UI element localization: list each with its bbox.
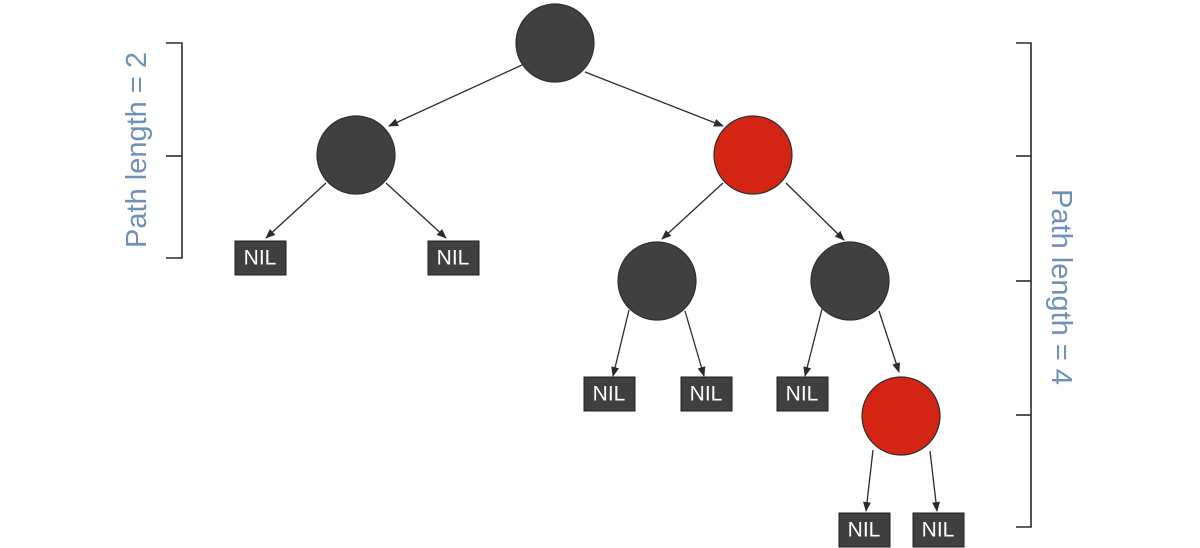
nil-leaf: NIL <box>838 512 891 548</box>
right-right-right-node-red <box>861 376 941 456</box>
edge-root-to-right <box>584 71 724 127</box>
right-right-node <box>810 241 890 321</box>
edge-right-left-to-nil <box>684 310 706 377</box>
edge-left-to-nil <box>385 182 447 239</box>
nil-leaf: NIL <box>912 512 965 548</box>
nil-label: NIL <box>786 383 819 406</box>
nil-leaf: NIL <box>234 240 287 276</box>
edge-root-to-left <box>388 64 523 127</box>
edge-red-leaf-to-nil <box>863 449 874 512</box>
nil-label: NIL <box>690 383 723 406</box>
edge-right-to-right-right <box>785 182 845 241</box>
nil-label: NIL <box>437 247 470 270</box>
tree-nodes <box>316 3 941 456</box>
edge-right-left-to-nil <box>611 309 630 377</box>
nil-leaf: NIL <box>583 376 636 412</box>
edge-left-to-nil <box>265 182 327 239</box>
nil-label: NIL <box>244 247 277 270</box>
nil-label: NIL <box>593 383 626 406</box>
edge-right-to-right-left <box>661 182 724 240</box>
edge-right-right-to-nil <box>803 308 823 377</box>
left-child-node <box>316 115 396 195</box>
nil-label: NIL <box>922 519 955 542</box>
nil-leaf: NIL <box>680 376 733 412</box>
right-left-node <box>617 241 697 321</box>
root-node <box>515 3 595 83</box>
nil-label: NIL <box>848 519 881 542</box>
left-path-bracket <box>166 42 183 259</box>
edge-right-right-to-red <box>878 310 900 373</box>
nil-leaf: NIL <box>776 376 829 412</box>
nil-leaves: NIL NIL NIL NIL NIL NIL NIL <box>234 240 965 548</box>
tree-edges <box>265 64 940 512</box>
nil-leaf: NIL <box>427 240 480 276</box>
right-path-length-label: Path length = 4 <box>1045 189 1077 385</box>
edge-red-leaf-to-nil <box>929 450 940 512</box>
right-child-node-red <box>713 115 793 195</box>
left-path-length-label: Path length = 2 <box>121 52 153 248</box>
right-path-bracket <box>1016 42 1032 528</box>
